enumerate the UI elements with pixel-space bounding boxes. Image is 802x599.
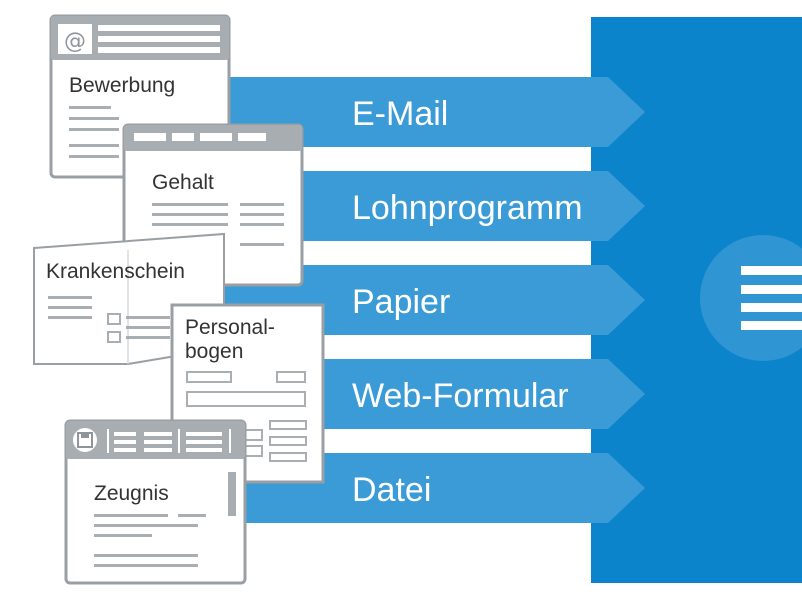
channel-arrow-datei: Datei [225,453,645,523]
channel-arrow-email: E-Mail [225,77,645,147]
save-disk-icon [73,428,97,452]
doc-zeugnis-title: Zeugnis [94,482,169,505]
channel-arrow-web-formular: Web-Formular [225,359,645,429]
channel-label-email: E-Mail [352,95,448,133]
doc-gehalt-title: Gehalt [152,171,214,194]
channel-label-papier: Papier [352,283,450,321]
channel-label-web-formular: Web-Formular [352,377,569,415]
target-system-icon [700,235,802,361]
doc-krankenschein-title: Krankenschein [46,260,185,283]
doc-bewerbung-title: Bewerbung [69,74,175,97]
at-sign-icon: @ [58,24,92,54]
svg-text:@: @ [64,29,86,54]
channel-label-lohnprogramm: Lohnprogramm [352,189,583,227]
channel-arrow-papier: Papier [225,265,645,335]
doc-personalbogen-title-line1: Personal- [185,316,275,339]
channel-label-datei: Datei [352,471,431,509]
doc-zeugnis: Zeugnis [64,419,247,585]
doc-personalbogen-title-line2: bogen [185,340,243,363]
channel-arrow-lohnprogramm: Lohnprogramm [225,171,645,241]
doc-gehalt: Gehalt [122,123,304,287]
